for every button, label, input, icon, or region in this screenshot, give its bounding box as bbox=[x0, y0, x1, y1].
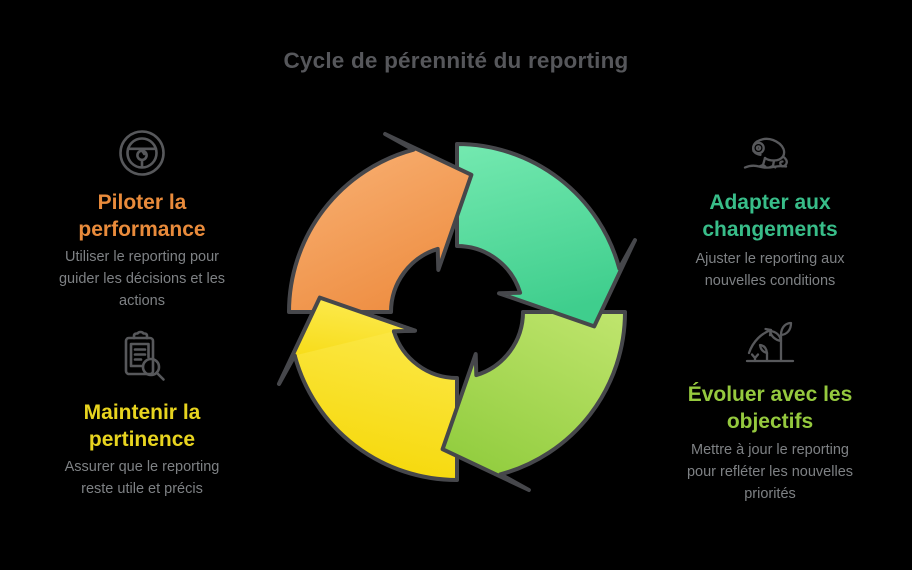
section-heading-evoluer: Évoluer avec les objectifs bbox=[687, 383, 853, 434]
section-description-evoluer: Mettre à jour le reporting pour refléter… bbox=[686, 442, 854, 502]
section-heading-adapter: Adapter aux changements bbox=[702, 191, 838, 242]
page-title: Cycle de pérennité du reporting bbox=[283, 48, 629, 73]
section-heading-piloter: Piloter la performance bbox=[78, 191, 206, 242]
cycle-arrow-yellow-head bbox=[277, 295, 417, 386]
left-column: Piloter la performance Utiliser le repor… bbox=[22, 0, 262, 570]
section-description-piloter: Utiliser le reporting pour guider les dé… bbox=[58, 249, 226, 309]
right-column: Adapter aux changements Ajuster le repor… bbox=[650, 0, 890, 570]
cycle-arrow-orange bbox=[287, 132, 474, 314]
section-heading-maintenir: Maintenir la pertinence bbox=[83, 401, 201, 452]
growth-plant-icon bbox=[650, 316, 890, 372]
cycle-arrow-green bbox=[455, 142, 637, 329]
steering-wheel-icon bbox=[22, 127, 262, 179]
cycle-diagram bbox=[277, 132, 637, 492]
clipboard-search-icon bbox=[22, 330, 262, 386]
section-description-maintenir: Assurer que le reporting reste utile et … bbox=[64, 459, 220, 497]
section-description-adapter: Ajuster le reporting aux nouvelles condi… bbox=[695, 251, 845, 289]
cycle-arrow-lime bbox=[440, 310, 627, 492]
chameleon-icon bbox=[650, 126, 890, 182]
